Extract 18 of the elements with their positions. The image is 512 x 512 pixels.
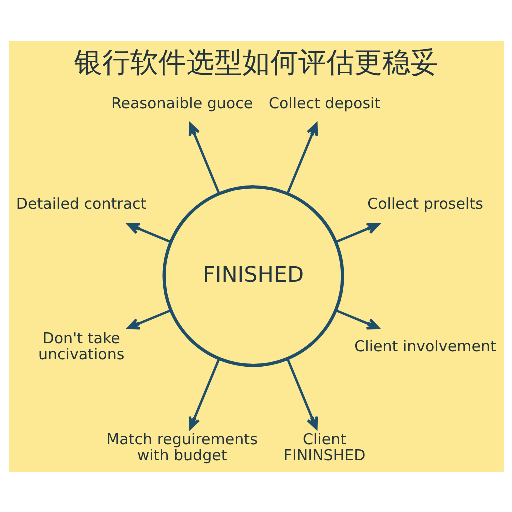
arrow: [126, 222, 172, 243]
node-text: Collect proselts: [367, 194, 483, 213]
arrow: [286, 122, 318, 194]
arrow: [286, 358, 318, 430]
node-text: Client FININSHED: [283, 430, 366, 464]
node-text: Reasonaible guoce: [110, 94, 253, 112]
node-text: Collect deposit: [268, 94, 380, 112]
arrow: [188, 122, 220, 194]
arrow: [126, 308, 172, 330]
node-circle: FINISHED: [162, 185, 344, 367]
node-text: Match reguirements with budget: [106, 430, 258, 464]
arrow: [335, 222, 380, 243]
node-text: Detailed contract: [16, 194, 146, 213]
node-text: Don't take uncivations: [38, 329, 124, 364]
arrow: [335, 308, 380, 330]
diagram-title: 银行软件选型如何评估更稳妥: [74, 45, 438, 78]
arrow: [188, 358, 220, 430]
node-text: Client involvement: [354, 337, 496, 356]
